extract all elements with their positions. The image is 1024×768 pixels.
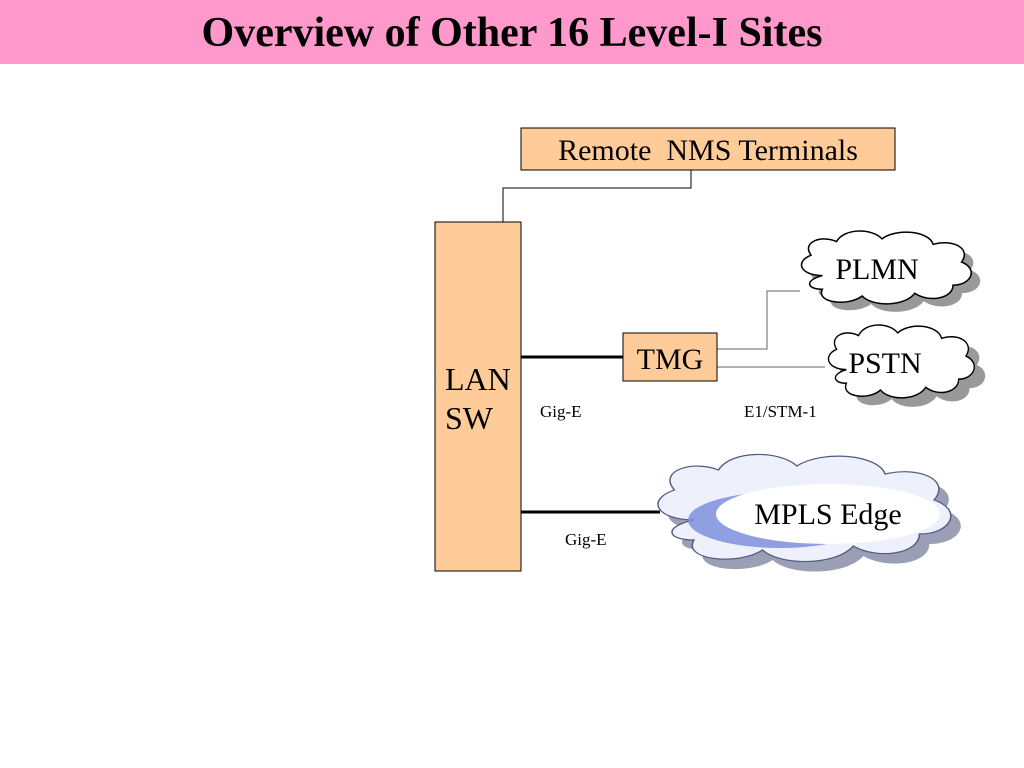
pstn-cloud: PSTN — [827, 324, 986, 407]
link-label-lan-mpls: Gig-E — [565, 530, 607, 549]
pstn-label: PSTN — [848, 347, 921, 380]
remote-nms-box: Remote NMS Terminals — [520, 127, 896, 171]
lan-switch-box: LAN SW — [434, 221, 522, 572]
title-bar: Overview of Other 16 Level-I Sites — [0, 0, 1024, 64]
slide-title: Overview of Other 16 Level-I Sites — [201, 10, 823, 56]
link-lan-remote-nms — [502, 170, 692, 222]
tmg-box: TMG — [622, 332, 718, 382]
remote-nms-label: Remote NMS Terminals — [558, 134, 858, 167]
lan-sw-label-line1: LAN — [445, 361, 511, 397]
link-tmg-plmn — [717, 290, 800, 350]
mpls-edge-label: MPLS Edge — [754, 498, 902, 531]
plmn-cloud: PLMN — [800, 230, 981, 312]
plmn-label: PLMN — [835, 253, 918, 286]
connector-lines — [502, 170, 825, 514]
tmg-label: TMG — [637, 343, 704, 376]
link-label-lan-tmg: Gig-E — [540, 402, 582, 421]
lan-sw-label-line2: SW — [445, 400, 494, 436]
link-label-tmg-clouds: E1/STM-1 — [744, 402, 817, 421]
mpls-edge-cloud: MPLS Edge — [656, 453, 961, 572]
